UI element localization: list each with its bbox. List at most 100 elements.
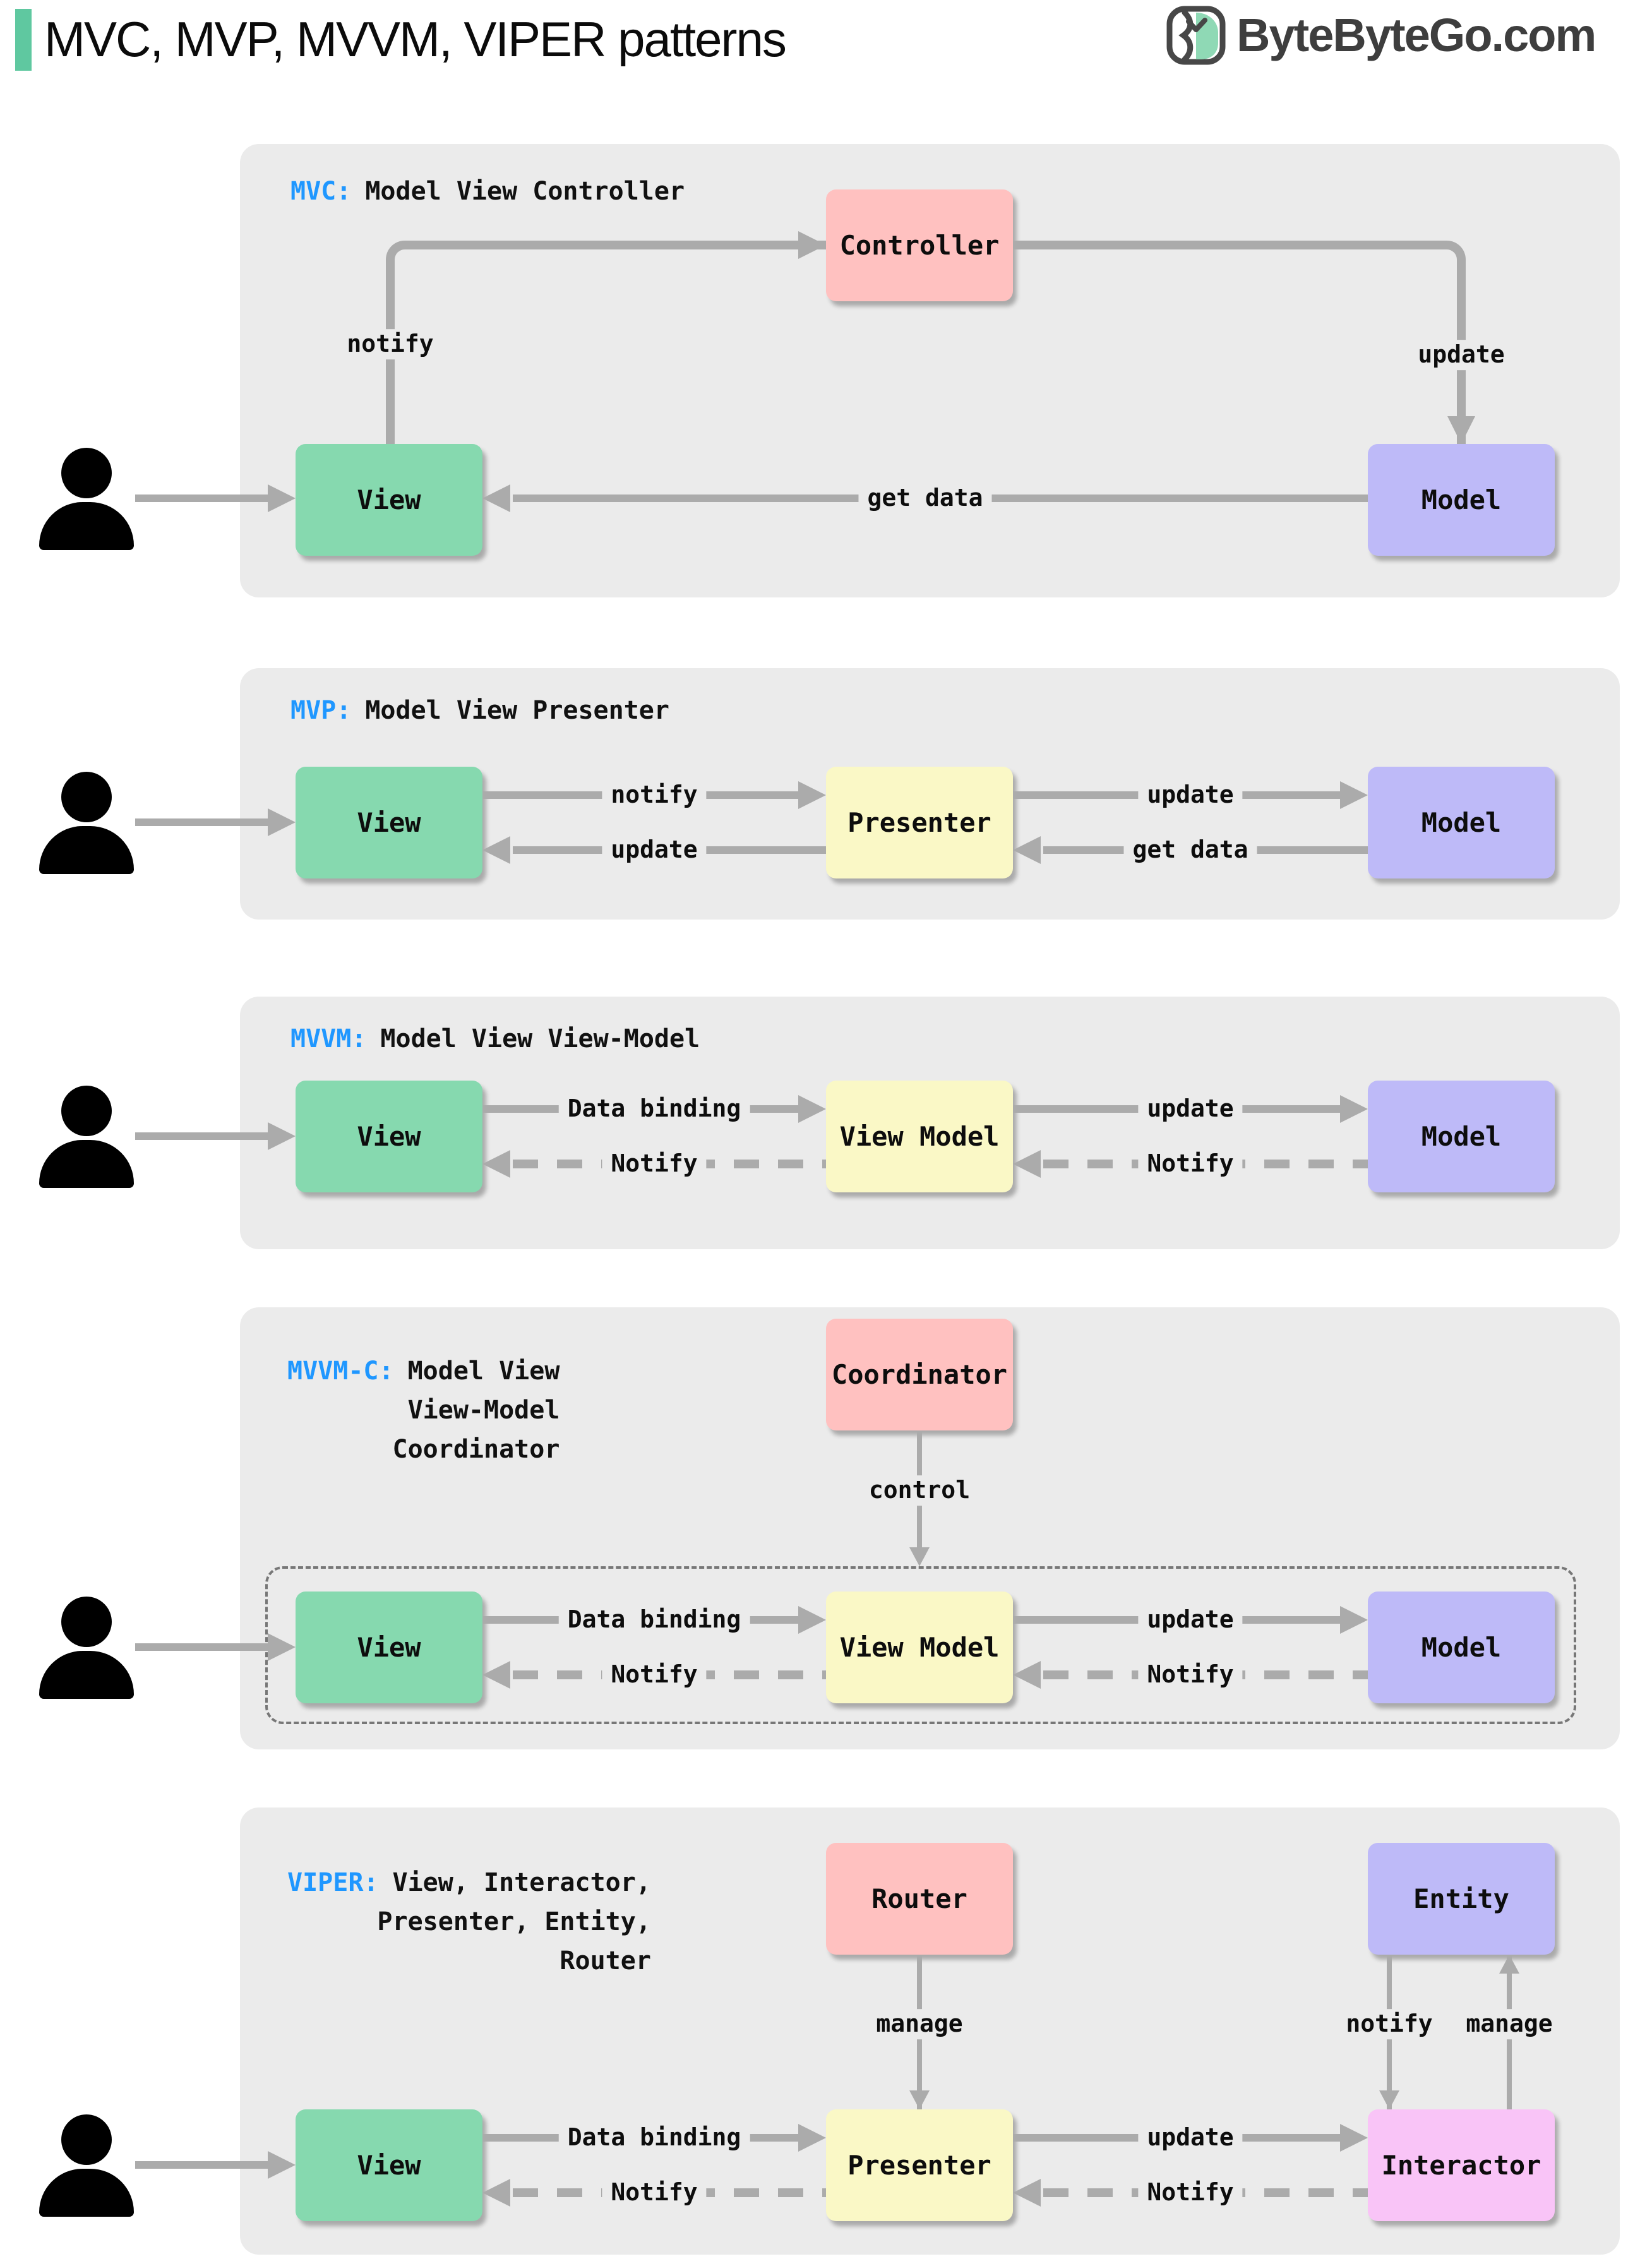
user-icon [39,2114,134,2217]
box-model: Model [1368,767,1555,878]
box-view: View [296,767,482,878]
user-icon-body [39,826,134,874]
box-coordinator: Coordinator [826,1319,1013,1430]
arrowhead-right-icon [798,231,826,259]
edge-label-update: update [1138,1605,1243,1635]
arrowhead-left-icon [1013,2179,1041,2207]
panel-keyword-mvc: MVC: [290,177,352,206]
box-model: Model [1368,1592,1555,1703]
user-to-view-line [135,1132,272,1140]
user-icon-head [61,448,112,498]
box-view: View [296,2109,482,2221]
edge-label-data-binding: Data binding [558,1094,750,1124]
arrowhead-right-icon [798,1606,826,1634]
arrowhead-left-icon [482,1661,510,1689]
panel-keyword-mvp: MVP: [290,696,352,725]
user-to-view-line [135,1643,272,1651]
arrowhead-down-icon [909,1547,930,1566]
arrowhead-right-icon [268,484,296,512]
user-to-view-line [135,2161,272,2169]
logo: ByteByteGo.com [1166,5,1596,66]
arrowhead-down-icon [1447,416,1475,444]
box-view-model: View Model [826,1081,1013,1192]
edge-label-notify: Notify [1138,1660,1243,1690]
arrowhead-left-icon [482,484,510,512]
arrowhead-right-icon [1340,1095,1368,1123]
user-icon [39,448,134,550]
panel-title-mvvm-c: MVVM-C:Model View View-Model Coordinator [287,1357,560,1464]
edge-label-update: update [1409,340,1514,370]
edge-label-notify: Notify [602,1149,707,1179]
edge-label-data-binding: Data binding [558,1605,750,1635]
arrowhead-right-icon [268,1122,296,1150]
box-presenter: Presenter [826,2109,1013,2221]
arrowhead-left-icon [482,836,510,864]
panel-keyword-viper: VIPER: [287,1868,379,1897]
arrowhead-left-icon [1013,1661,1041,1689]
arrowhead-left-icon [482,2179,510,2207]
page-title: MVC, MVP, MVVM, VIPER patterns [44,11,787,67]
box-controller: Controller [826,189,1013,301]
arrowhead-right-icon [268,1633,296,1661]
user-to-view-line [135,495,272,502]
box-view: View [296,444,482,556]
box-interactor: Interactor [1368,2109,1555,2221]
box-view-model: View Model [826,1592,1013,1703]
arrowhead-left-icon [1013,1150,1041,1178]
edge-label-manage: manage [867,2009,972,2039]
arrowhead-right-icon [268,2151,296,2179]
edge-label-update: update [1138,780,1243,810]
panel-title-mvvm: MVVM:Model View View-Model [290,1024,700,1053]
user-icon-body [39,2169,134,2217]
edge-label-notify: notify [602,780,707,810]
edge-label-get-data: get data [1123,835,1257,865]
user-to-view-line [135,818,272,826]
arrowhead-right-icon [798,781,826,809]
logo-text: ByteByteGo.com [1236,8,1596,61]
title-accent-bar [15,9,32,71]
edge-label-notify: notify [1337,2009,1442,2039]
edge-label-notify: Notify [1138,2178,1243,2208]
edge-label-get-data: get data [858,483,992,513]
arrowhead-down-icon [1379,2090,1399,2109]
arrowhead-right-icon [268,808,296,836]
user-icon-head [61,1086,112,1136]
edge-label-notify: Notify [602,1660,707,1690]
mvvm-group-dashed-frame [265,1566,1576,1724]
edge-label-control: control [859,1475,979,1506]
box-model: Model [1368,1081,1555,1192]
edge-label-data-binding: Data binding [558,2123,750,2153]
bytebytego-logo-icon [1166,6,1226,65]
box-view: View [296,1081,482,1192]
panel-title-mvp: MVP:Model View Presenter [290,696,669,725]
edge-label-update: update [1138,2123,1243,2153]
arrowhead-right-icon [1340,781,1368,809]
arrowhead-right-icon [1340,2124,1368,2152]
panel-keyword-mvvm-c: MVVM-C: [287,1357,394,1386]
edge-label-notify: Notify [1138,1149,1243,1179]
box-presenter: Presenter [826,767,1013,878]
user-icon-head [61,2114,112,2165]
user-icon-body [39,1651,134,1699]
edge-label-notify: notify [338,329,443,359]
edge-notify-connector [386,241,826,444]
edge-label-manage: manage [1457,2009,1562,2039]
edge-update-connector [1013,241,1466,444]
box-router: Router [826,1843,1013,1955]
arrowhead-left-icon [1013,836,1041,864]
panel-title-mvc: MVC:Model View Controller [290,177,685,206]
user-icon-head [61,1597,112,1647]
box-entity: Entity [1368,1843,1555,1955]
arrowhead-right-icon [798,1095,826,1123]
edge-label-update: update [1138,1094,1243,1124]
panel-keyword-mvvm: MVVM: [290,1024,367,1053]
edge-label-notify: Notify [602,2178,707,2208]
user-icon [39,1086,134,1188]
arrowhead-right-icon [1340,1606,1368,1634]
arrowhead-right-icon [798,2124,826,2152]
user-icon-head [61,772,112,822]
user-icon [39,772,134,874]
arrowhead-left-icon [482,1150,510,1178]
user-icon [39,1597,134,1699]
